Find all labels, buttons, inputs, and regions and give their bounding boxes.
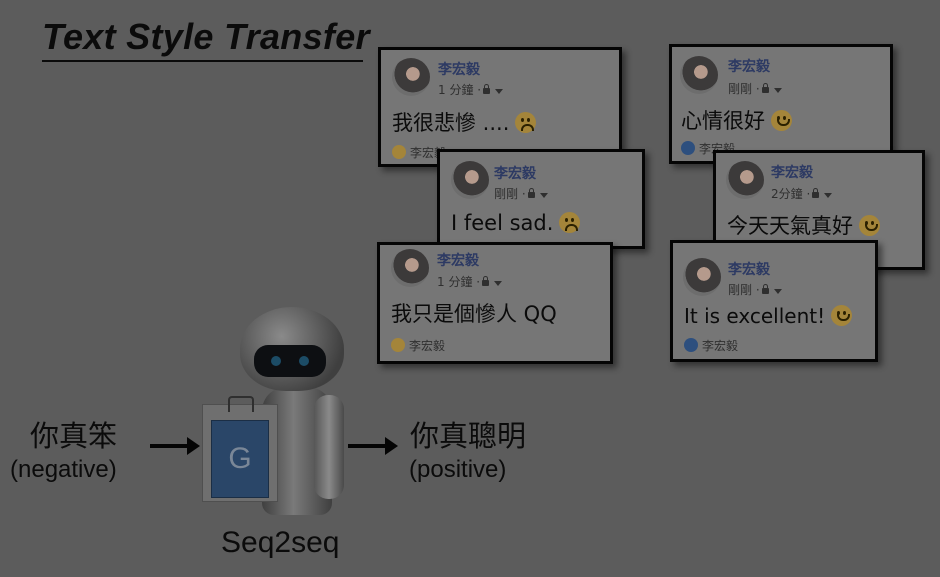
arrow-right-icon (150, 437, 200, 455)
post-meta: 剛剛 · (494, 185, 548, 202)
avatar (726, 161, 764, 199)
smiling-face-icon (831, 305, 853, 326)
robot-eye (299, 356, 309, 366)
post-card-2: 李宏毅 剛剛 · I feel sad. (437, 149, 645, 249)
output-style: (positive) (409, 456, 507, 483)
caret-down-icon (539, 193, 548, 198)
model-label: Seq2seq (221, 526, 340, 559)
robot-arm (314, 395, 344, 499)
lock-icon (812, 188, 820, 198)
smiley-face-icon (859, 215, 880, 236)
input-text: 你真笨 (30, 419, 118, 453)
smiley-face-icon (771, 110, 792, 131)
caret-down-icon (824, 193, 833, 198)
caret-down-icon (495, 89, 504, 94)
generator-tile: G (211, 420, 269, 498)
lock-icon (527, 188, 535, 198)
avatar (680, 56, 718, 94)
avatar (451, 161, 489, 199)
post-meta: 1 分鐘 · (437, 273, 503, 290)
like-icon (681, 141, 695, 155)
clip-icon (228, 396, 254, 412)
crying-face-icon (392, 145, 406, 159)
post-author: 李宏毅 (771, 165, 813, 181)
post-author: 李宏毅 (437, 253, 479, 269)
avatar (683, 258, 721, 296)
post-card-4: 李宏毅 剛剛 · 心情很好 李宏毅 (669, 44, 893, 164)
post-message: It is excellent! (684, 304, 853, 328)
lock-icon (482, 276, 490, 286)
post-card-3: 李宏毅 1 分鐘 · 我只是個慘人 QQ 李宏毅 (377, 242, 613, 364)
reaction-row: 李宏毅 (684, 337, 738, 354)
reaction-row: 李宏毅 (391, 337, 445, 354)
post-meta: 1 分鐘 · (438, 81, 504, 98)
avatar (392, 58, 430, 96)
crying-face-icon (391, 338, 405, 352)
post-card-6: 李宏毅 剛剛 · It is excellent! 李宏毅 (670, 240, 878, 362)
post-meta: 剛剛 · (728, 80, 782, 97)
caret-down-icon (773, 88, 782, 93)
post-meta: 2分鐘 · (771, 185, 833, 202)
post-message: 我只是個慘人 QQ (391, 302, 557, 326)
post-author: 李宏毅 (438, 62, 480, 78)
arrow-right-icon (348, 437, 398, 455)
input-style: (negative) (10, 456, 117, 483)
post-message: 心情很好 (681, 105, 792, 135)
post-author: 李宏毅 (728, 262, 770, 278)
robot-eye (271, 356, 281, 366)
caret-down-icon (773, 289, 782, 294)
lock-icon (761, 284, 769, 294)
post-message: 今天天氣真好 (727, 210, 880, 240)
slide-title: Text Style Transfer (42, 16, 370, 57)
sad-face-icon (515, 112, 537, 133)
post-message: I feel sad. (451, 211, 581, 235)
output-text: 你真聰明 (410, 419, 527, 453)
post-author: 李宏毅 (494, 166, 536, 182)
caret-down-icon (494, 281, 503, 286)
post-author: 李宏毅 (728, 59, 770, 75)
title-underline (42, 60, 363, 62)
lock-icon (483, 84, 491, 94)
post-message: 我很悲慘 .... (392, 107, 537, 137)
lock-icon (761, 83, 769, 93)
post-meta: 剛剛 · (728, 281, 782, 298)
sad-face-icon (559, 212, 581, 233)
robot-visor (254, 345, 326, 377)
avatar (391, 249, 429, 287)
post-card-1: 李宏毅 1 分鐘 · 我很悲慘 .... 李宏毅 (378, 47, 622, 167)
like-icon (684, 338, 698, 352)
